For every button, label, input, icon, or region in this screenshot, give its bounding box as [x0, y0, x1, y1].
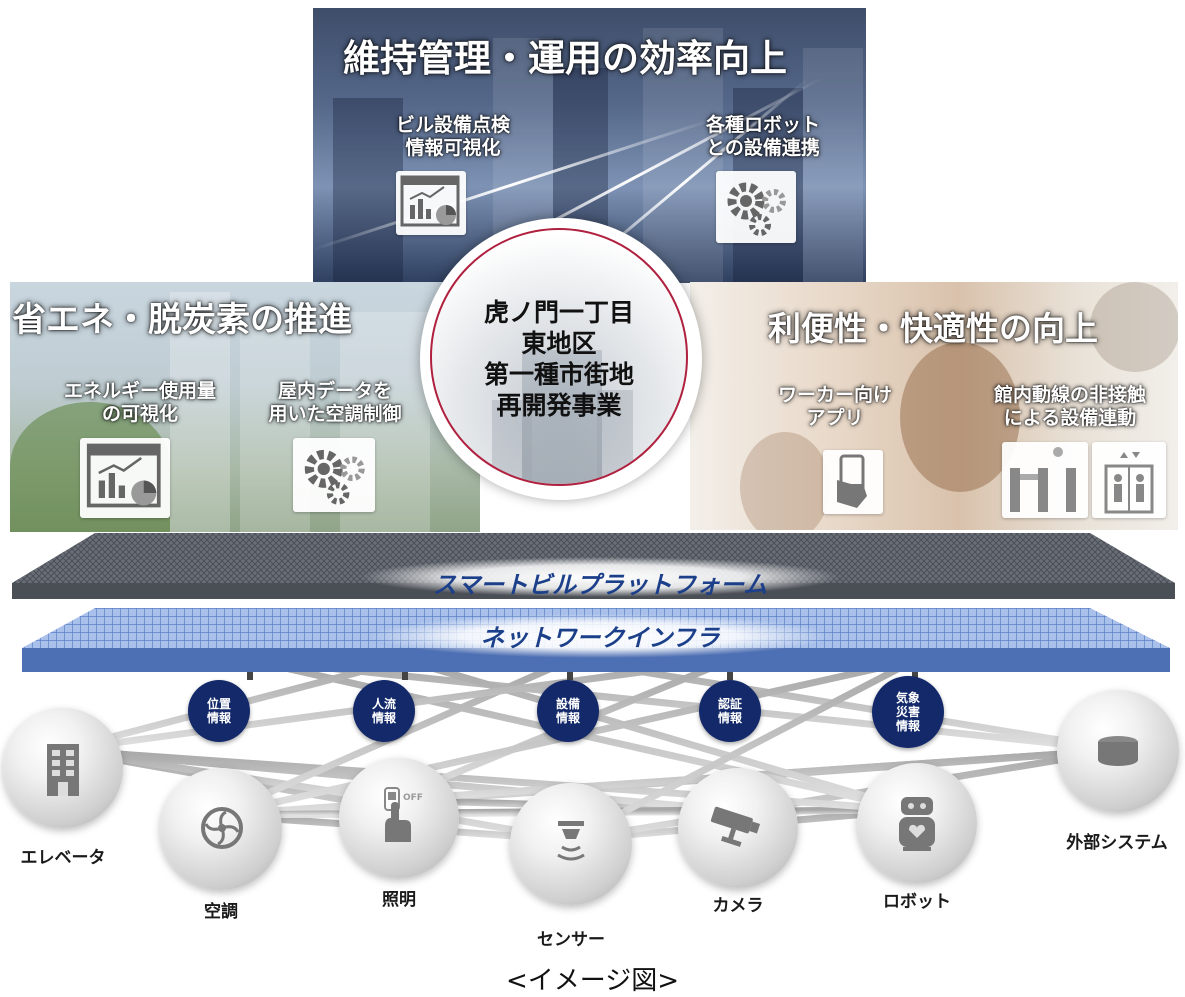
network-infra-layer [22, 608, 1170, 672]
label-touchless-link: 館内動線の非接触 による設備連動 [993, 384, 1146, 429]
smart-building-platform-layer [12, 533, 1175, 599]
category-weather-disaster: 気象 災害 情報 [872, 676, 944, 748]
smartphone-hand-icon [823, 450, 883, 514]
light-switch-icon: OFF [384, 787, 423, 842]
device-label-sensor: センサー [537, 930, 605, 950]
label-worker-app: ワーカー向け アプリ [777, 384, 892, 429]
fan-icon [201, 807, 243, 849]
label-indoor-ac-control: 屋内データを 用いた空調制御 [268, 380, 402, 425]
device-air-conditioner [160, 768, 282, 890]
gate-icon [1002, 442, 1088, 518]
label-energy-visualization: エネルギー使用量 の可視化 [63, 380, 216, 425]
project-title: 虎ノ門一丁目 東地区 第一種市街地 再開発事業 [483, 298, 634, 420]
database-icon [1098, 736, 1138, 766]
device-camera [678, 768, 798, 888]
gears-icon [293, 438, 375, 512]
category-authentication: 認証 情報 [699, 680, 761, 742]
robot-icon [899, 797, 935, 851]
dashboard-chart-icon [80, 438, 170, 518]
category-people-flow: 人流 情報 [353, 680, 415, 742]
camera-icon [710, 806, 761, 847]
switch-off-label: OFF [403, 793, 423, 803]
device-external-system [1057, 690, 1179, 812]
device-lighting: OFF [339, 758, 459, 878]
panel-convenience: 利便性・快適性の向上 ワーカー向け アプリ 館内動線の非接触 による設備連動 [690, 282, 1178, 530]
gears-icon [716, 171, 796, 243]
device-label-lighting: 照明 [382, 890, 416, 910]
category-location: 位置 情報 [188, 680, 250, 742]
category-equipment: 設備 情報 [537, 680, 599, 742]
panel-title-energy: 省エネ・脱炭素の推進 [12, 300, 352, 340]
project-circle-ring [430, 228, 688, 486]
building-icon [47, 744, 79, 796]
dashboard-chart-icon [396, 171, 466, 235]
device-label-external-system: 外部システム [1066, 833, 1168, 853]
network-label: ネットワークインフラ [480, 624, 720, 652]
device-label-camera: カメラ [712, 896, 764, 916]
figure-caption: <イメージ図> [505, 966, 680, 996]
elevator-icon [1092, 442, 1166, 518]
sensor-icon [557, 821, 585, 861]
device-label-air-conditioner: 空調 [204, 902, 238, 922]
device-robot [857, 763, 977, 883]
label-robot-linkage: 各種ロボット との設備連携 [705, 114, 820, 159]
label-equipment-inspection: ビル設備点検 情報可視化 [395, 114, 510, 159]
device-elevator [3, 708, 123, 828]
platform-label: スマートビルプラットフォーム [432, 571, 768, 599]
device-sensor [510, 783, 632, 905]
device-label-elevator: エレベータ [20, 848, 106, 868]
panel-title-convenience: 利便性・快適性の向上 [768, 309, 1098, 348]
device-label-robot: ロボット [883, 892, 951, 912]
panel-energy: 省エネ・脱炭素の推進 エネルギー使用量 の可視化 屋内データを 用いた空調制御 [10, 282, 480, 532]
panel-title-maintenance: 維持管理・運用の効率向上 [343, 37, 787, 80]
